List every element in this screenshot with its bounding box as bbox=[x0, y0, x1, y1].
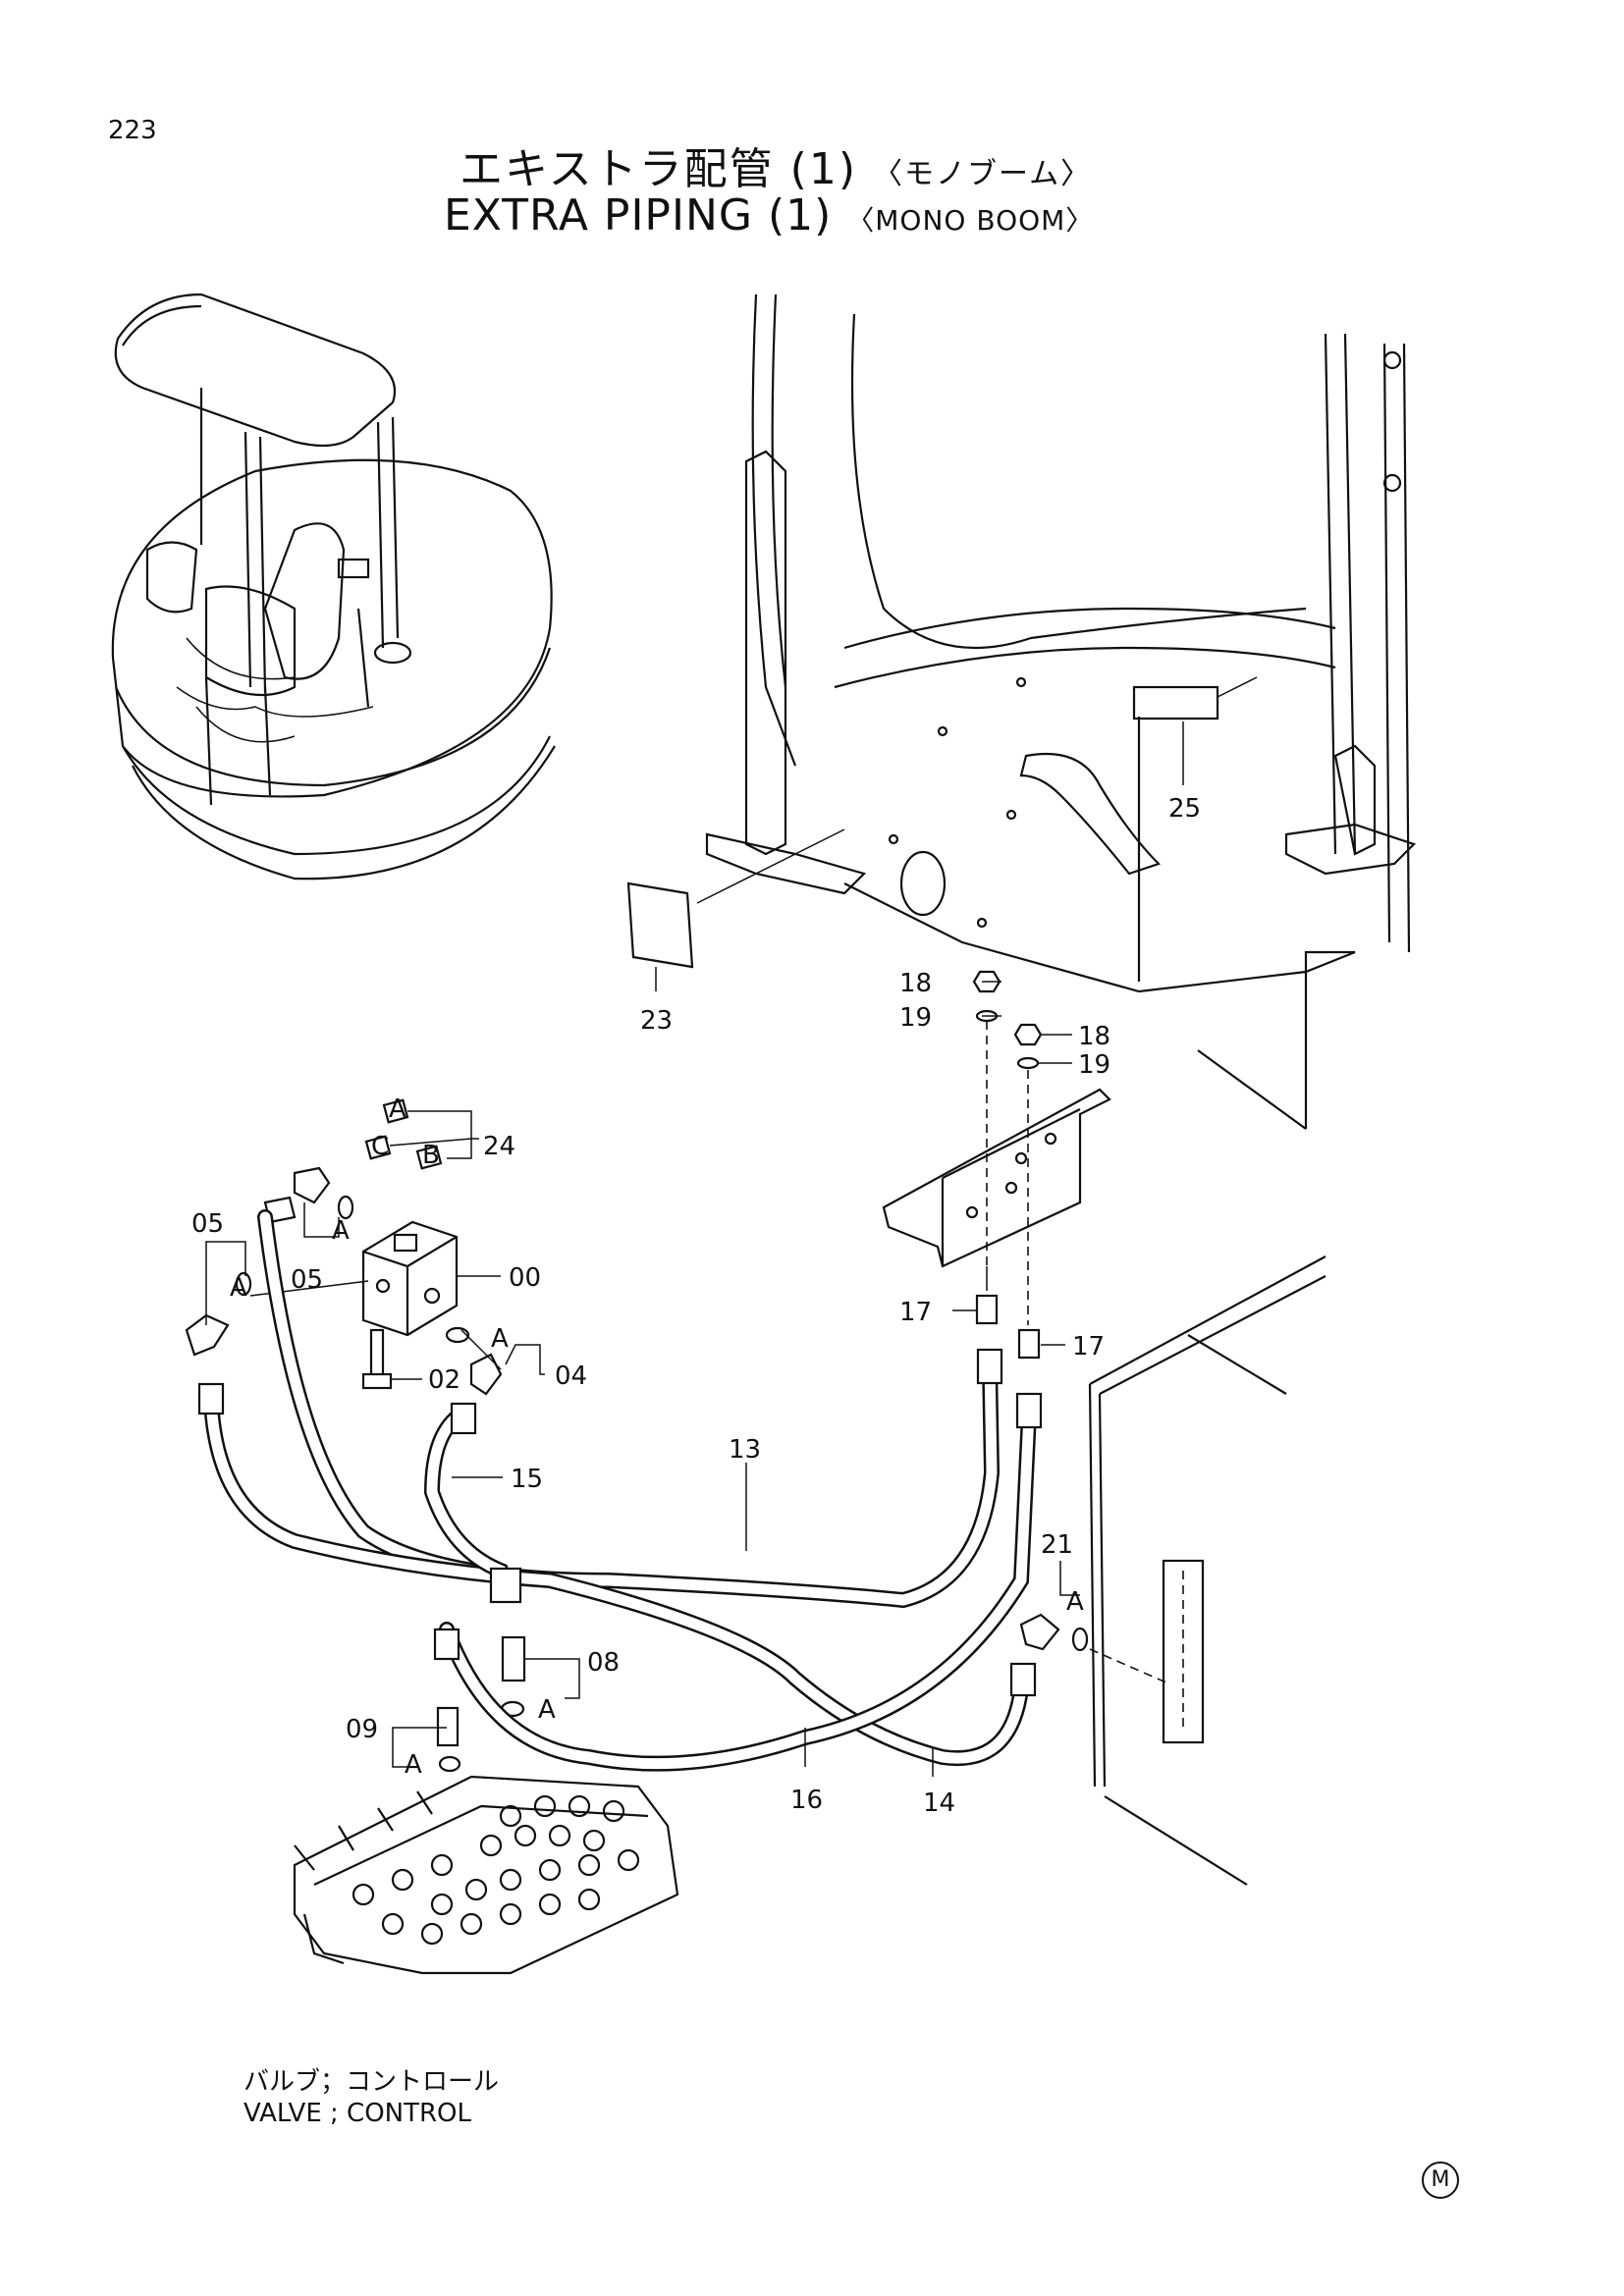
port-label-a: A bbox=[405, 1750, 422, 1780]
hose-end-icon bbox=[1015, 1392, 1043, 1429]
o-ring-icon bbox=[235, 1271, 252, 1297]
callout-17-right: 17 bbox=[1072, 1332, 1105, 1362]
control-valve-illustration bbox=[293, 1775, 679, 1975]
hose-end-icon bbox=[1009, 1662, 1037, 1697]
cab-slot-plate bbox=[1162, 1559, 1205, 1744]
callout-18-left: 18 bbox=[899, 969, 932, 998]
callout-17-left: 17 bbox=[899, 1298, 932, 1327]
hose-end-icon bbox=[433, 1628, 460, 1661]
port-label-a: A bbox=[230, 1273, 247, 1303]
title-jp-sub: 〈モノブーム〉 bbox=[873, 157, 1093, 191]
o-ring-icon bbox=[438, 1755, 461, 1773]
fitting-17b-icon bbox=[1017, 1328, 1041, 1360]
washer-19b-icon bbox=[1016, 1056, 1040, 1070]
tag-label-a: A bbox=[389, 1095, 406, 1124]
hose-end-icon bbox=[450, 1402, 477, 1435]
callout-14: 14 bbox=[923, 1789, 955, 1818]
callout-00: 00 bbox=[509, 1263, 541, 1293]
o-ring-icon bbox=[445, 1326, 470, 1344]
port-label-a: A bbox=[332, 1216, 350, 1246]
o-ring-icon bbox=[1071, 1627, 1089, 1652]
callout-05-mid: 05 bbox=[291, 1265, 323, 1295]
callout-25: 25 bbox=[1168, 794, 1201, 824]
port-label-a: A bbox=[538, 1695, 556, 1725]
callout-24: 24 bbox=[483, 1132, 515, 1161]
tag-label-c: C bbox=[371, 1132, 389, 1161]
hose-end-icon bbox=[197, 1382, 225, 1415]
callouts: 00 02 04 05 05 08 09 13 14 15 16 17 17 1… bbox=[191, 794, 1201, 1818]
caption-english: VALVE ; CONTROL bbox=[244, 2099, 472, 2128]
fitting-17a-icon bbox=[975, 1294, 999, 1325]
decal-25-label-plate bbox=[1132, 685, 1219, 721]
fitting-09-icon bbox=[436, 1706, 460, 1747]
elbow-05b-icon bbox=[293, 1166, 331, 1204]
fitting-08-icon bbox=[501, 1635, 526, 1682]
callout-15: 15 bbox=[511, 1465, 543, 1494]
title-en-sub: 〈MONO BOOM〉 bbox=[846, 204, 1095, 237]
tag-b-icon bbox=[415, 1145, 443, 1170]
title-english: EXTRA PIPING (1) 〈MONO BOOM〉 bbox=[444, 190, 1094, 240]
title-japanese: エキストラ配管 (1) 〈モノブーム〉 bbox=[460, 133, 1092, 196]
callout-16: 16 bbox=[790, 1786, 823, 1815]
o-ring-icon bbox=[337, 1195, 354, 1220]
callout-04: 04 bbox=[555, 1362, 587, 1391]
port-label-a: A bbox=[491, 1324, 509, 1354]
callout-21: 21 bbox=[1041, 1530, 1073, 1560]
elbow-05c-icon bbox=[185, 1313, 230, 1357]
hoses bbox=[197, 1209, 1043, 1772]
callout-02: 02 bbox=[428, 1365, 460, 1395]
boom-bracket-illustration bbox=[626, 294, 1417, 1130]
m-mark-icon: M bbox=[1422, 2162, 1459, 2199]
decal-23-label-plate bbox=[626, 881, 694, 969]
title-en-main: EXTRA PIPING (1) bbox=[444, 190, 833, 240]
callout-19-left: 19 bbox=[899, 1003, 932, 1033]
elbow-21-icon bbox=[1019, 1613, 1060, 1651]
nut-18b-icon bbox=[1013, 1023, 1043, 1046]
bolt-02-icon bbox=[369, 1328, 385, 1381]
callout-05-left: 05 bbox=[191, 1209, 224, 1239]
port-label-a: A bbox=[1066, 1587, 1084, 1617]
hose-end-icon bbox=[489, 1567, 522, 1604]
hose-end-icon bbox=[976, 1348, 1003, 1385]
tag-c-icon bbox=[364, 1135, 392, 1160]
callout-19-right: 19 bbox=[1078, 1050, 1110, 1080]
page-number: 223 bbox=[108, 116, 157, 145]
tag-label-b: B bbox=[422, 1141, 440, 1170]
excavator-overview-illustration bbox=[111, 293, 556, 881]
callout-13: 13 bbox=[729, 1435, 761, 1465]
caption-japanese: バルブ；コントロール bbox=[244, 2067, 500, 2097]
callout-23: 23 bbox=[640, 1006, 673, 1036]
callout-09: 09 bbox=[346, 1715, 378, 1744]
callout-18-right: 18 bbox=[1078, 1022, 1110, 1051]
leader-lines bbox=[205, 981, 1080, 1777]
cab-panel-illustration bbox=[1088, 1255, 1326, 1886]
title-jp-main: エキストラ配管 (1) bbox=[460, 144, 857, 194]
elbow-04-icon bbox=[469, 1353, 503, 1396]
callout-08: 08 bbox=[587, 1648, 620, 1678]
tag-a-icon bbox=[382, 1098, 409, 1124]
